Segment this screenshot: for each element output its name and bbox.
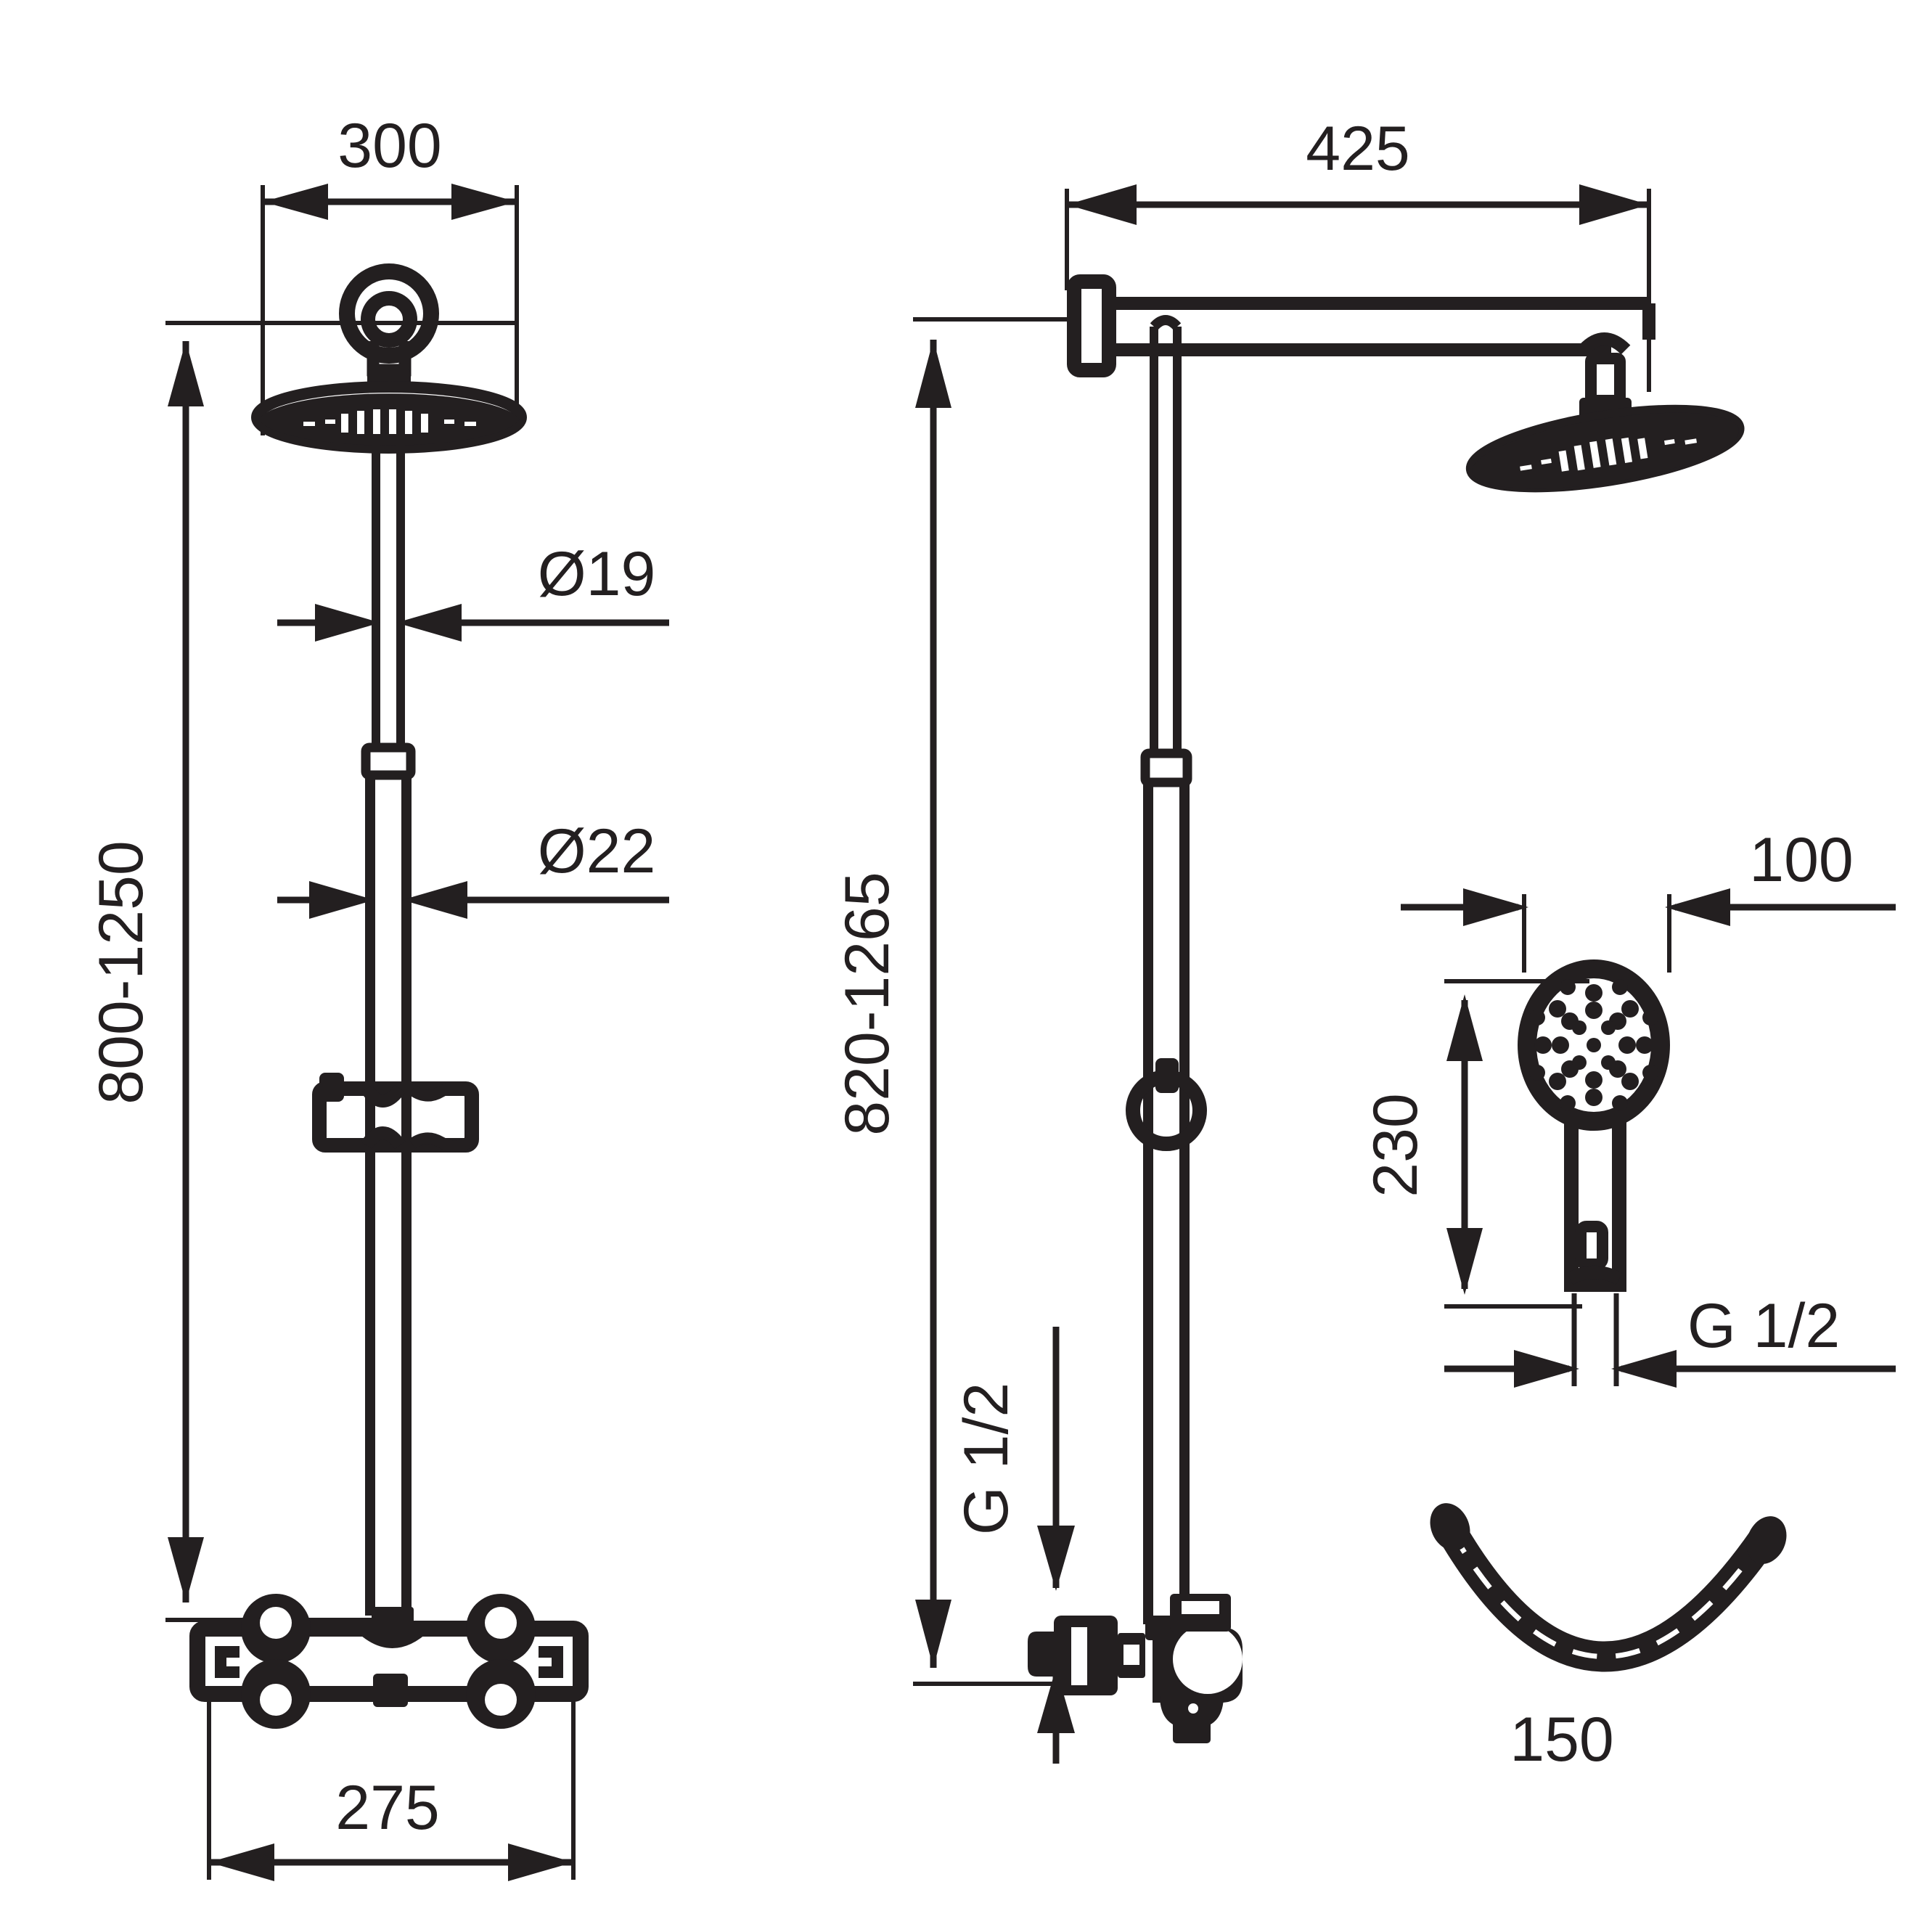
- dimension-arrow-300: [263, 184, 517, 220]
- holder-cradle-bottom: [361, 1126, 406, 1150]
- dimension-label-300: 300: [337, 111, 442, 181]
- dimension-label-inlet-side: G 1/2: [951, 1383, 1021, 1535]
- dimension-arrow-diameter-19: [277, 604, 669, 642]
- dimension-label-230: 230: [1361, 1093, 1430, 1198]
- mixer-handle-left-bottom-hole: [260, 1684, 292, 1716]
- thermostatic-mixer-side: [1028, 1594, 1243, 1743]
- front-view: 300 800-1250: [86, 111, 669, 1881]
- riser-joint-collar-front: [361, 742, 416, 780]
- shower-head-rim: [251, 381, 527, 454]
- shower-head-side-group: [1465, 404, 1745, 493]
- riser-upper-tube-front: [372, 443, 405, 748]
- holder-tab: [319, 1073, 344, 1102]
- handshower-handle-detail: [1575, 1221, 1608, 1270]
- thermostatic-mixer-front: [189, 1594, 589, 1729]
- holder-arm-bottom: [409, 1132, 474, 1153]
- riser-lower-tube-side: [1143, 782, 1190, 1624]
- mixer-inlet-nut-slot: [1071, 1627, 1087, 1685]
- riser-top-cap-side: [1150, 315, 1182, 330]
- handshower-collar: [1566, 1266, 1623, 1285]
- shower-hose-body: [1438, 1523, 1777, 1672]
- shower-nozzle-slots: [303, 409, 476, 434]
- wall-flange: [1067, 274, 1116, 377]
- overhead-shower-front: [251, 263, 527, 454]
- shower-swivel-side: [1579, 332, 1631, 355]
- riser-joint-collar-side: [1140, 748, 1192, 787]
- dimension-arrow-425: [1067, 184, 1649, 225]
- shower-arm-side: [1067, 274, 1655, 377]
- mixer-outlet-stub-side: [1173, 1719, 1211, 1743]
- dimension-arrow-handshower-thread: [1444, 1350, 1896, 1388]
- mixer-outlet-stub: [373, 1674, 408, 1707]
- dimension-arrow-inlet-side: [1037, 1327, 1075, 1764]
- dimension-arrow-230: [1446, 994, 1483, 1295]
- dimension-label-handshower-thread: G 1/2: [1687, 1291, 1840, 1361]
- riser-upper-tube-side: [1150, 315, 1182, 755]
- mixer-top-block-slot: [1182, 1601, 1219, 1614]
- mixer-rib-slot: [1123, 1645, 1139, 1665]
- dimension-arrow-275: [209, 1843, 573, 1881]
- shower-head-face-side: [1472, 412, 1739, 489]
- handshower-view: 100 230: [1361, 825, 1896, 1388]
- hose-connector-right: [1746, 1516, 1787, 1564]
- side-view: 425 820-1265: [832, 114, 1745, 1764]
- handshower-head-rim: [1518, 959, 1670, 1131]
- holder-cradle-top: [361, 1084, 406, 1108]
- handshower-holder-front: [312, 1073, 479, 1153]
- mixer-handle-right-bottom-hole: [485, 1684, 517, 1716]
- handshower-holder-side: [1126, 1058, 1207, 1151]
- dimension-label-100: 100: [1749, 825, 1854, 895]
- dimension-label-diameter-22: Ø22: [538, 816, 656, 886]
- hose-connector-left: [1430, 1503, 1470, 1551]
- dimension-arrow-diameter-22: [277, 881, 669, 919]
- dimension-label-diameter-19: Ø19: [538, 539, 656, 609]
- mixer-handle-side: [1173, 1624, 1243, 1694]
- mixer-outlet-port: [1188, 1703, 1198, 1714]
- riser-lower-tube-front: [365, 775, 412, 1616]
- dimension-label-425: 425: [1306, 114, 1410, 184]
- mixer-handle-left-top-hole: [260, 1607, 292, 1639]
- handshower-nozzle-pattern: [1529, 979, 1658, 1111]
- mixer-handle-right-top-hole: [485, 1607, 517, 1639]
- dimension-arrow-height-front: [168, 341, 204, 1603]
- swivel-outer-ring-icon: [339, 263, 439, 364]
- mixer-inlet-right: [539, 1646, 563, 1678]
- holder-stub-side: [1155, 1058, 1179, 1093]
- dimension-arrow-height-side: [915, 340, 951, 1668]
- handshower-handle: [1564, 1118, 1626, 1292]
- swivel-inner-ring-icon: [361, 291, 417, 348]
- dimension-arrow-100: [1401, 888, 1896, 926]
- dimension-label-275: 275: [335, 1773, 440, 1843]
- dimension-label-height-side: 820-1265: [832, 872, 902, 1135]
- mixer-inlet-left: [215, 1646, 240, 1678]
- hose-view: 150: [1430, 1503, 1787, 1775]
- holder-arm-top: [409, 1081, 474, 1102]
- handshower-body: [1518, 959, 1670, 1386]
- mixer-inlet-connector-side: [1028, 1632, 1058, 1677]
- shower-nozzle-slots-side: [1520, 437, 1698, 472]
- dimension-label-150: 150: [1510, 1705, 1614, 1775]
- overhead-shower-side: [1465, 332, 1745, 493]
- dimension-label-height-front: 800-1250: [86, 840, 156, 1104]
